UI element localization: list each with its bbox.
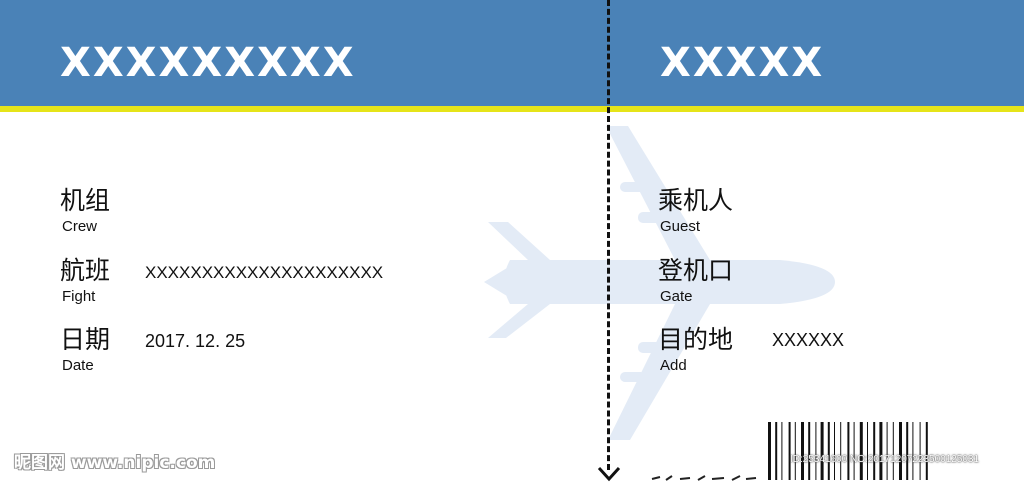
destination-label: 目的地 bbox=[658, 325, 734, 354]
guest-label-en: Guest bbox=[660, 218, 701, 235]
date-value: 2017. 12. 25 bbox=[145, 331, 246, 351]
gate-label-en: Gate bbox=[660, 288, 693, 305]
barcode-icon bbox=[768, 422, 928, 480]
destination-field: 目的地 Add bbox=[658, 325, 733, 375]
bottom-marks bbox=[651, 475, 757, 481]
gate-label: 登机口 bbox=[658, 256, 734, 285]
date-label-en: Date bbox=[62, 357, 94, 374]
guest-label: 乘机人 bbox=[658, 186, 734, 215]
arrow-down-icon bbox=[597, 466, 621, 482]
airplane-icon bbox=[484, 126, 835, 440]
crew-label: 机组 bbox=[60, 186, 111, 215]
right-title: XXXXX bbox=[660, 40, 825, 86]
barcode-id: ID:25341600 NO:20171207223500125031 bbox=[790, 454, 980, 465]
watermark: 昵图网 www.nipic.com bbox=[14, 453, 216, 473]
date-label: 日期 bbox=[60, 325, 111, 354]
flight-value: XXXXXXXXXXXXXXXXXXXXX bbox=[145, 263, 384, 282]
destination-value: XXXXXX bbox=[772, 330, 845, 350]
destination-label-en: Add bbox=[660, 357, 687, 374]
flight-label-en: Fight bbox=[62, 288, 96, 305]
crew-label-en: Crew bbox=[62, 218, 98, 235]
gate-field: 登机口 Gate bbox=[658, 256, 733, 306]
left-title: XXXXXXXXX bbox=[60, 40, 356, 86]
crew-field: 机组 Crew bbox=[60, 186, 110, 236]
tear-line bbox=[607, 0, 610, 470]
ticket-header bbox=[0, 0, 1024, 106]
guest-field: 乘机人 Guest bbox=[658, 186, 733, 236]
flight-field: 航班 Fight bbox=[60, 256, 110, 306]
header-stripe bbox=[0, 106, 1024, 112]
date-field: 日期 Date bbox=[60, 325, 110, 375]
flight-label: 航班 bbox=[60, 256, 111, 285]
